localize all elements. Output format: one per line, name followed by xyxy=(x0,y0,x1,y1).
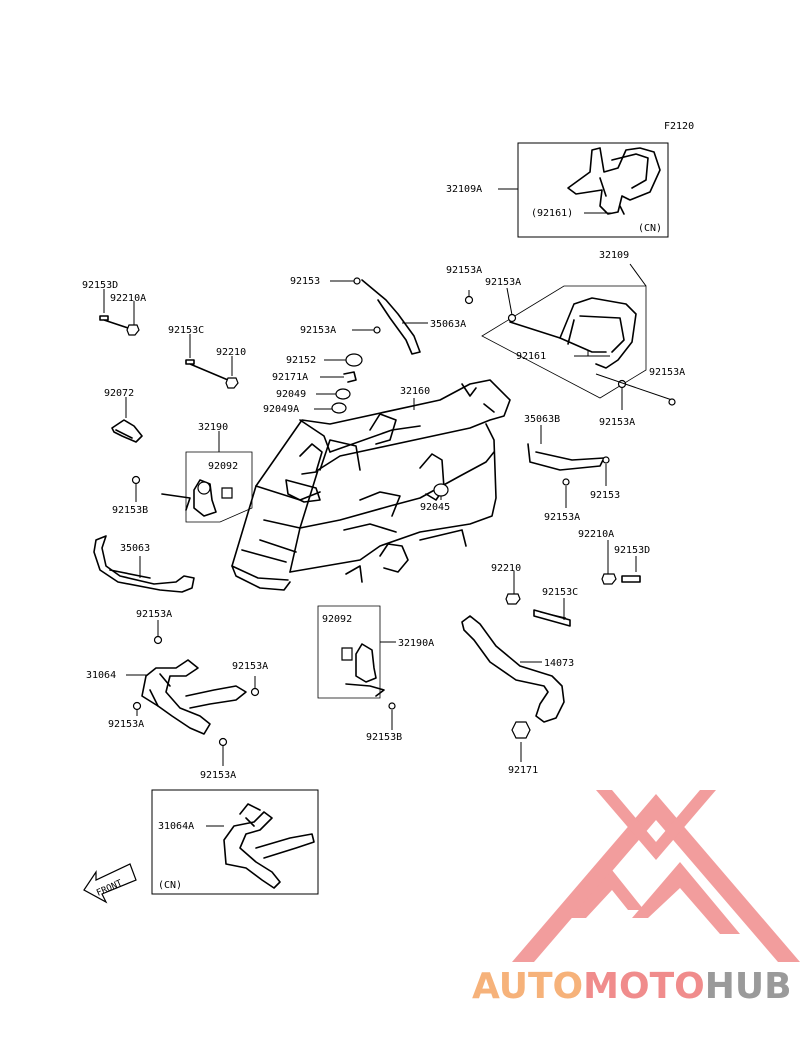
group-bolts-left xyxy=(99,289,239,389)
label-35063A: 35063A xyxy=(430,319,466,330)
group-small-parts xyxy=(314,353,363,414)
label-92153A-g: 92153A xyxy=(136,609,172,620)
logo-text: AUTOMOTOHUB xyxy=(472,966,792,1007)
group-35063B xyxy=(527,425,610,508)
label-92210A-a: 92210A xyxy=(110,293,146,304)
label-92072: 92072 xyxy=(104,388,134,399)
label-35063: 35063 xyxy=(120,543,150,554)
front-arrow-icon: FRONT xyxy=(83,863,137,904)
label-92153A-h: 92153A xyxy=(232,661,268,672)
label-32109A: 32109A xyxy=(446,184,482,195)
label-92153A-j: 92153A xyxy=(200,770,236,781)
label-92210A-b: 92210A xyxy=(578,529,614,540)
label-92153A-f: 92153A xyxy=(544,512,580,523)
group-35063A xyxy=(330,277,428,355)
group-bolts-right xyxy=(505,540,641,627)
label-92153B-a: 92153B xyxy=(112,505,148,516)
label-92161: 92161 xyxy=(516,351,546,362)
label-92171A: 92171A xyxy=(272,372,308,383)
label-92153D-a: 92153D xyxy=(82,280,118,291)
label-32109: 32109 xyxy=(599,250,629,261)
group-35063 xyxy=(93,535,195,593)
group-31064 xyxy=(126,620,260,766)
label-92152: 92152 xyxy=(286,355,316,366)
label-92210-b: 92210 xyxy=(491,563,521,574)
label-92092-a: 92092 xyxy=(208,461,238,472)
label-92171: 92171 xyxy=(508,765,538,776)
label-32160: 32160 xyxy=(400,386,430,397)
label-92045: 92045 xyxy=(420,502,450,513)
inset-31064A xyxy=(151,789,319,895)
label-32190A: 32190A xyxy=(398,638,434,649)
label-92092-b: 92092 xyxy=(322,614,352,625)
label-92153B-b: 92153B xyxy=(366,732,402,743)
label-cn-2: (CN) xyxy=(158,880,182,891)
label-92153A-d: 92153A xyxy=(599,417,635,428)
logo-hub: HUB xyxy=(705,966,792,1007)
label-92153A-a: 92153A xyxy=(446,265,482,276)
figure-code: F2120 xyxy=(664,121,694,132)
label-92153-b: 92153 xyxy=(590,490,620,501)
label-14073: 14073 xyxy=(544,658,574,669)
label-35063B: 35063B xyxy=(524,414,560,425)
label-31064: 31064 xyxy=(86,670,116,681)
label-92153D-b: 92153D xyxy=(614,545,650,556)
logo-moto: MOTO xyxy=(583,966,705,1007)
watermark-logo xyxy=(512,790,800,962)
label-92210-a: 92210 xyxy=(216,347,246,358)
label-92153A-e: 92153A xyxy=(300,325,336,336)
group-32190 xyxy=(131,431,253,523)
group-32190A xyxy=(317,605,396,730)
logo-auto: AUTO xyxy=(472,966,583,1007)
label-92153A-b: 92153A xyxy=(485,277,521,288)
label-92153C-b: 92153C xyxy=(542,587,578,598)
label-92049: 92049 xyxy=(276,389,306,400)
inset-32109A xyxy=(498,142,669,238)
label-31064A: 31064A xyxy=(158,821,194,832)
label-32190: 32190 xyxy=(198,422,228,433)
group-92072 xyxy=(111,397,143,443)
group-32109 xyxy=(464,263,676,410)
label-92153A-i: 92153A xyxy=(108,719,144,730)
main-frame-32160 xyxy=(231,379,511,591)
label-cn-1: (CN) xyxy=(638,223,662,234)
group-92045 xyxy=(433,483,449,500)
group-14073 xyxy=(461,615,565,762)
label-92153A-c: 92153A xyxy=(649,367,685,378)
label-92049A: 92049A xyxy=(263,404,299,415)
label-92161-cn: (92161) xyxy=(531,208,573,219)
label-92153C-a: 92153C xyxy=(168,325,204,336)
label-92153: 92153 xyxy=(290,276,320,287)
